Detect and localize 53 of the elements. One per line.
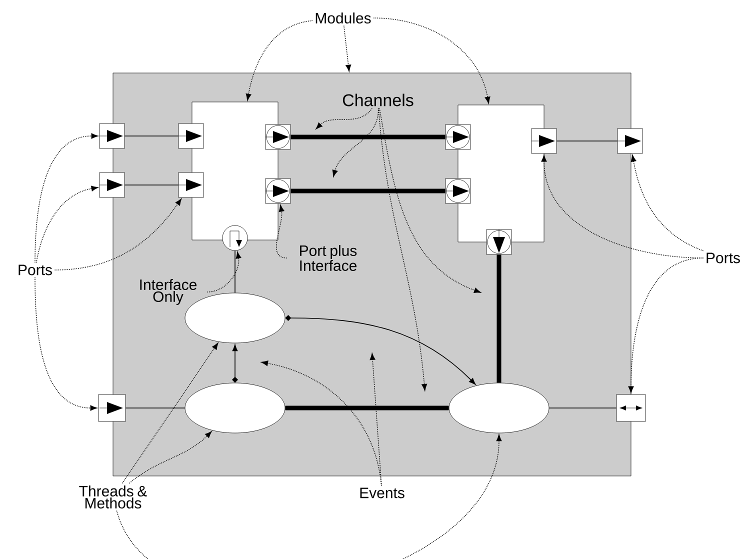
process-ellipse [184, 292, 286, 344]
port-symbol [99, 123, 125, 149]
channel-line [496, 254, 502, 383]
callout-label: Channels [342, 94, 414, 106]
leader-line [343, 25, 352, 72]
leader-line [128, 431, 212, 484]
port-symbol [445, 124, 471, 150]
callout-label: Ports [706, 252, 740, 264]
callout-label: Port plus Interface [300, 245, 357, 271]
leader-line [206, 252, 242, 292]
connector [124, 184, 179, 186]
leader-line [36, 186, 98, 263]
port-symbol [445, 178, 471, 204]
channel-line [285, 406, 449, 410]
port-symbol [616, 394, 646, 422]
channel-line [290, 134, 446, 140]
leader-line [261, 360, 382, 486]
process-ellipse [184, 382, 286, 434]
interface-symbol [222, 225, 248, 251]
callout-label: Events [360, 488, 404, 498]
leader-line [34, 133, 98, 263]
callout-label: Modules [316, 12, 371, 24]
connector [556, 140, 618, 142]
port-symbol [617, 128, 643, 154]
arrow [232, 344, 238, 383]
leader-line [370, 353, 382, 486]
leader-line [276, 204, 288, 258]
leader-line [332, 108, 379, 177]
leader-line [373, 18, 490, 104]
port-symbol [531, 128, 557, 154]
port-symbol [265, 124, 291, 150]
leader-line [630, 154, 704, 252]
process-ellipse [448, 382, 550, 434]
leader-line [122, 342, 218, 484]
leader-line [316, 108, 372, 130]
port-symbol [178, 172, 204, 198]
port-symbol [99, 172, 125, 198]
port-symbol [486, 229, 512, 255]
port-symbol [265, 178, 291, 204]
port-symbol [98, 394, 126, 422]
leader-line [379, 108, 481, 293]
leader-line [34, 277, 98, 411]
channel-line [290, 188, 446, 194]
port-symbol [178, 123, 204, 149]
leader-line [246, 20, 313, 101]
connector [234, 250, 236, 294]
callout-label: Threads & Methods [79, 485, 147, 508]
leader-line [378, 108, 428, 391]
leader-line [116, 434, 502, 559]
leader-line [54, 198, 182, 270]
leader-line [628, 258, 704, 394]
callout-label: Ports [18, 264, 52, 276]
callout-label: Interface Only [140, 279, 197, 305]
